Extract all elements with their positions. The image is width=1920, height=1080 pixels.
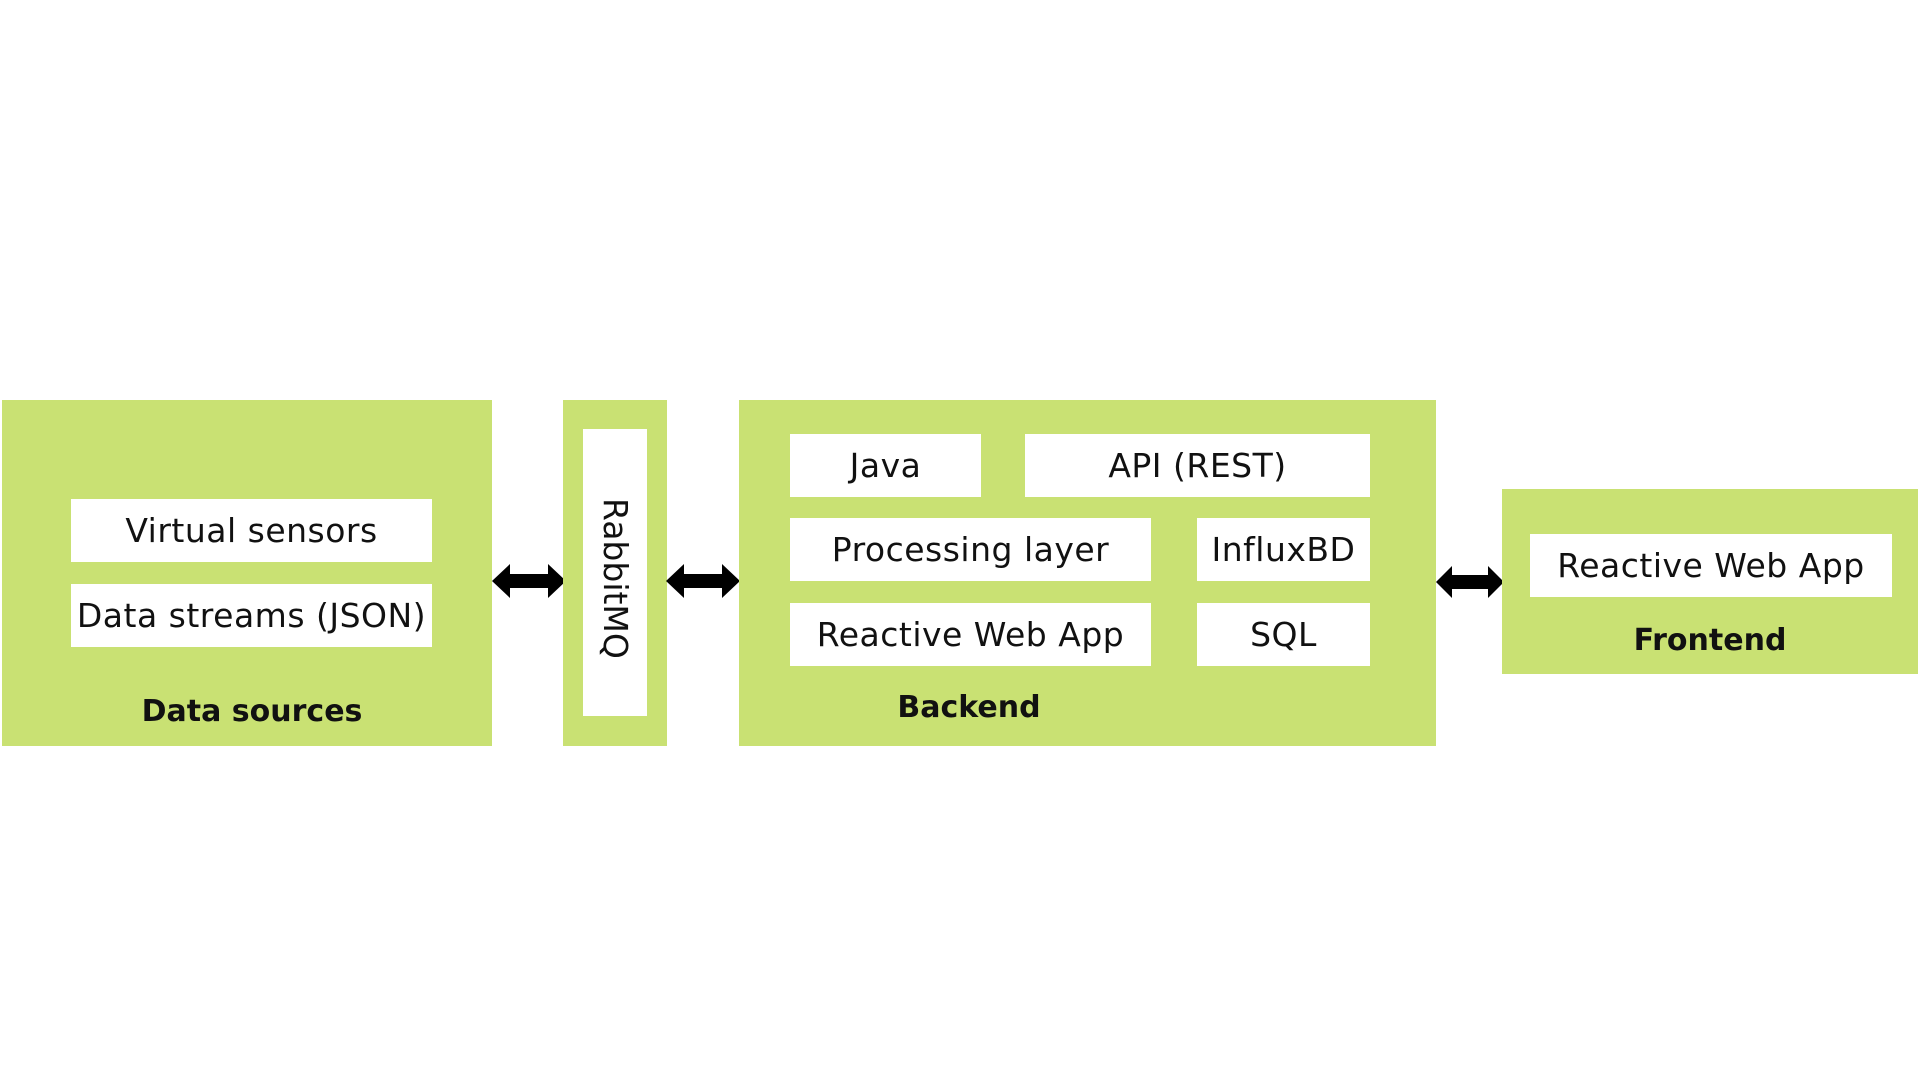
influxbd-box: InfluxBD <box>1197 518 1370 581</box>
bidirectional-arrow-icon <box>1436 566 1504 598</box>
rabbitmq-panel: RabbitMQ <box>563 400 667 746</box>
virtual-sensors-box: Virtual sensors <box>71 499 432 562</box>
backend-panel: Java API (REST) Processing layer InfluxB… <box>739 400 1436 746</box>
backend-title: Backend <box>897 690 1041 725</box>
bidirectional-arrow-icon <box>666 564 740 598</box>
rabbitmq-box <box>583 429 647 716</box>
frontend-title: Frontend <box>1633 623 1787 658</box>
sql-box: SQL <box>1197 603 1370 666</box>
processing-layer-box: Processing layer <box>790 518 1151 581</box>
api-rest-box: API (REST) <box>1025 434 1370 497</box>
data-sources-title: Data sources <box>141 694 363 729</box>
reactive-web-app-box: Reactive Web App <box>790 603 1151 666</box>
data-sources-panel: Virtual sensors Data streams (JSON) Data… <box>2 400 492 746</box>
bidirectional-arrow-icon <box>492 564 566 598</box>
frontend-reactive-web-app-box: Reactive Web App <box>1530 534 1892 597</box>
java-box: Java <box>790 434 981 497</box>
data-streams-box: Data streams (JSON) <box>71 584 432 647</box>
rabbitmq-label: RabbitMQ <box>596 498 635 659</box>
frontend-panel: Reactive Web App Frontend <box>1502 489 1918 674</box>
